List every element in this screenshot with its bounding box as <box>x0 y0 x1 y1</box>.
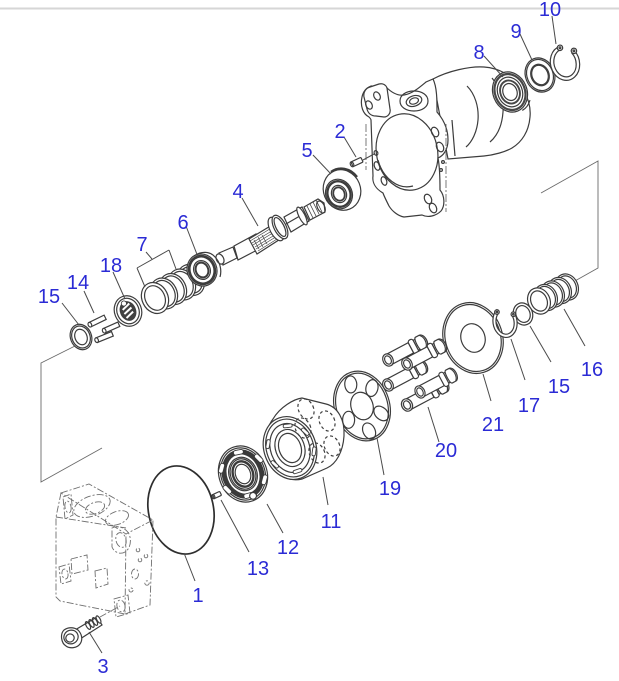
svg-text:19: 19 <box>379 478 401 500</box>
svg-text:10: 10 <box>539 0 561 21</box>
svg-text:14: 14 <box>67 272 89 294</box>
svg-text:1: 1 <box>192 585 203 607</box>
svg-text:7: 7 <box>136 234 147 256</box>
svg-text:9: 9 <box>510 21 521 43</box>
svg-text:11: 11 <box>321 511 342 533</box>
svg-text:17: 17 <box>518 395 540 417</box>
svg-text:16: 16 <box>581 359 603 381</box>
svg-text:15: 15 <box>38 286 60 308</box>
svg-text:21: 21 <box>482 414 504 436</box>
svg-text:2: 2 <box>334 121 345 143</box>
svg-text:18: 18 <box>100 255 122 277</box>
svg-text:5: 5 <box>301 140 312 162</box>
svg-text:8: 8 <box>473 42 484 64</box>
svg-text:4: 4 <box>232 181 243 203</box>
svg-text:15: 15 <box>548 376 570 398</box>
svg-text:12: 12 <box>277 537 299 559</box>
svg-text:3: 3 <box>97 656 108 678</box>
svg-text:13: 13 <box>247 558 269 580</box>
svg-text:20: 20 <box>435 440 457 462</box>
svg-text:6: 6 <box>177 212 188 234</box>
